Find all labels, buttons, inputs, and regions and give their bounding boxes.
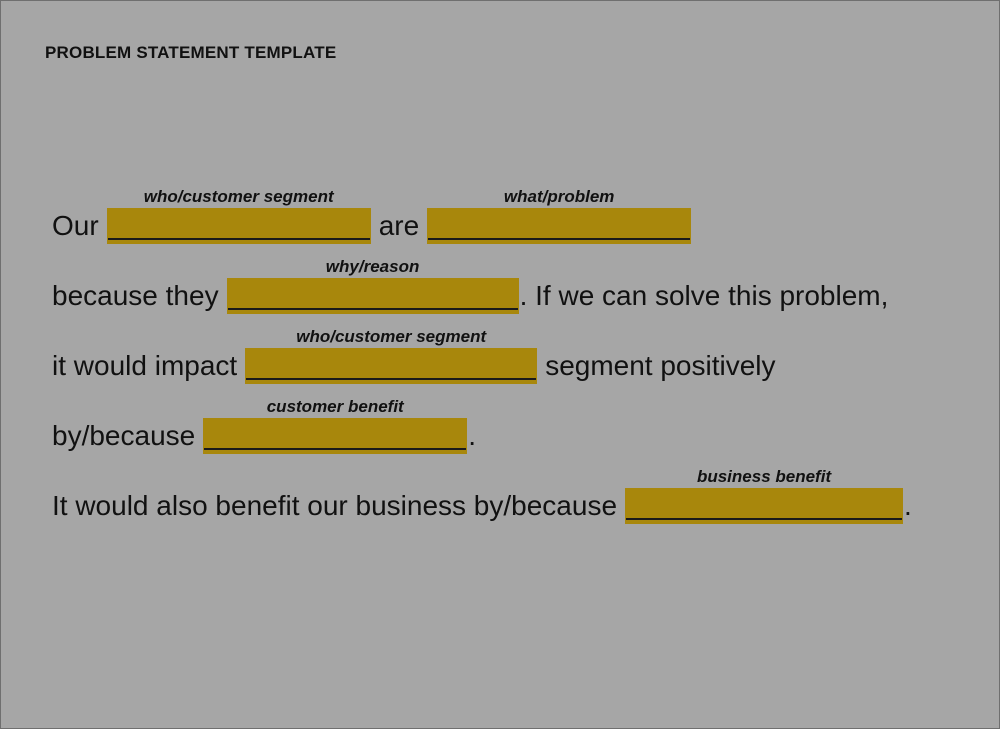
line-3-prefix: it would impact <box>52 350 238 381</box>
blank-customer-benefit[interactable]: customer benefit <box>203 397 468 454</box>
line-1-middle: are <box>378 210 420 241</box>
line-4-suffix: . <box>468 420 476 451</box>
blank-business-benefit[interactable]: business benefit <box>625 467 904 524</box>
line-2-suffix: . If we can solve this problem, <box>519 280 889 311</box>
blank-who-customer-segment[interactable]: who/customer segment <box>106 187 371 244</box>
line-1-prefix: Our <box>52 210 99 241</box>
blank-underline <box>204 448 467 450</box>
blank-label: customer benefit <box>266 397 404 416</box>
blank-underline <box>428 238 691 240</box>
blank-underline <box>227 308 518 310</box>
blank-label: business benefit <box>696 467 832 486</box>
statement-line-2: because they why/reason . If we can solv… <box>52 257 889 315</box>
blank-label: who/customer segment <box>296 327 487 346</box>
blank-why-reason[interactable]: why/reason <box>226 257 519 314</box>
statement-line-4: by/because customer benefit . <box>52 397 476 455</box>
line-5-prefix: It would also benefit our business by/be… <box>52 490 618 521</box>
blank-label: who/customer segment <box>143 187 334 206</box>
blank-what-problem[interactable]: what/problem <box>427 187 692 244</box>
page-title: PROBLEM STATEMENT TEMPLATE <box>45 43 337 62</box>
line-3-suffix: segment positively <box>545 350 776 381</box>
blank-who-customer-segment-2[interactable]: who/customer segment <box>245 327 538 384</box>
line-2-prefix: because they <box>52 280 219 311</box>
blank-underline <box>626 518 903 520</box>
blank-label: why/reason <box>325 257 420 276</box>
statement-line-3: it would impact who/customer segment seg… <box>52 327 776 385</box>
statement-line-5: It would also benefit our business by/be… <box>52 467 912 525</box>
line-5-suffix: . <box>904 490 912 521</box>
blank-label: what/problem <box>503 187 615 206</box>
blank-underline <box>107 238 370 240</box>
line-4-prefix: by/because <box>52 420 196 451</box>
blank-underline <box>246 378 537 380</box>
statement-line-1: Our who/customer segment are what/proble… <box>52 187 692 245</box>
